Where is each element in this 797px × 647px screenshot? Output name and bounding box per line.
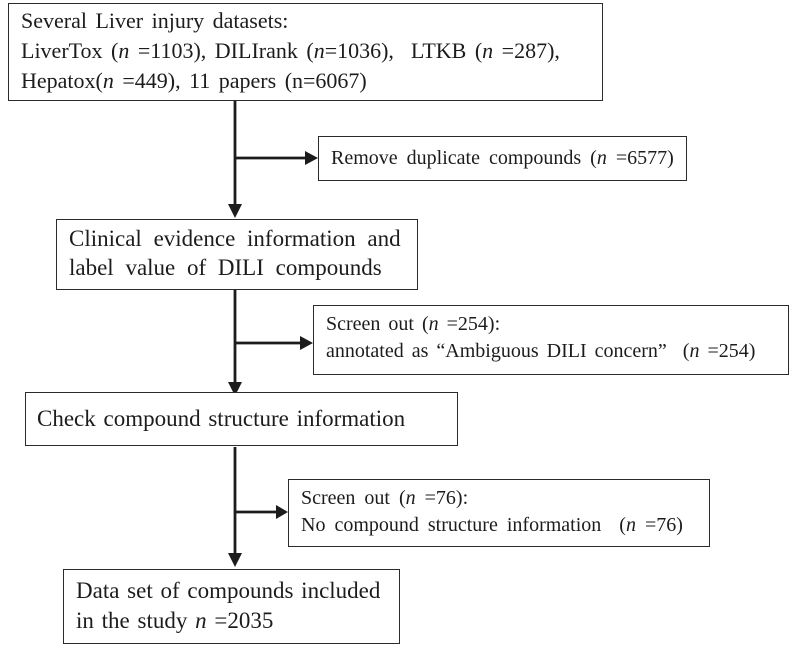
text-segment: n (195, 608, 207, 633)
box-clinical-evidence: Clinical evidence information and label … (56, 219, 418, 290)
remove-duplicates-line: Remove duplicate compounds (n =6577) (331, 147, 674, 170)
text-segment: =1036), LTKB ( (324, 38, 483, 63)
screen-out-ambiguous-line-2: annotated as “Ambiguous DILI concern” (n… (326, 338, 782, 365)
text-segment: Remove duplicate compounds ( (331, 147, 597, 169)
screen-out-structure-line-1: Screen out (n =76): (301, 485, 703, 512)
datasets-line-3: Hepatox(n =449), 11 papers (n=6067) (21, 66, 594, 96)
clinical-evidence-line-2: label value of DILI compounds (69, 255, 382, 280)
arrowhead-right-2-icon (300, 336, 313, 350)
datasets-line-2: LiverTox (n =1103), DILIrank (n=1036), L… (21, 36, 594, 66)
text-segment: in the study (76, 608, 196, 633)
screen-out-ambiguous-line-1: Screen out (n =254): (326, 311, 782, 338)
text-segment: LiverTox ( (21, 38, 119, 63)
arrowhead-right-3-icon (276, 505, 288, 519)
text-segment: Screen out ( (326, 313, 429, 335)
text-segment: No compound structure information ( (301, 514, 626, 536)
text-segment: n (313, 38, 325, 63)
text-segment: =449), 11 papers (n=6067) (113, 68, 367, 93)
box-final-dataset: Data set of compounds included in the st… (63, 569, 400, 644)
box-remove-duplicates: Remove duplicate compounds (n =6577) (318, 136, 687, 181)
box-check-structure: Check compound structure information (25, 392, 458, 446)
text-segment: n (625, 514, 636, 536)
screen-out-structure-line-2: No compound structure information (n =76… (301, 512, 703, 539)
text-segment: =254): (438, 313, 501, 335)
text-segment: n (689, 340, 700, 362)
datasets-line-1: Several Liver injury datasets: (21, 8, 289, 33)
text-segment: n (482, 38, 494, 63)
text-segment: =254) (699, 340, 756, 362)
text-segment: =1103), DILIrank ( (129, 38, 314, 63)
box-liver-injury-datasets: Several Liver injury datasets: LiverTox … (8, 3, 603, 101)
arrowhead-down-3-icon (228, 553, 242, 567)
text-segment: n (405, 487, 416, 509)
text-segment: n (596, 147, 607, 169)
arrowhead-right-1-icon (305, 151, 318, 165)
text-segment: =287), (493, 38, 560, 63)
text-segment: =2035 (206, 608, 274, 633)
box-screen-out-no-structure: Screen out (n =76): No compound structur… (288, 479, 710, 547)
text-segment: n (102, 68, 114, 93)
final-dataset-line-2: in the study n =2035 (76, 606, 393, 636)
text-segment: annotated as “Ambiguous DILI concern” ( (326, 340, 690, 362)
text-segment: =76) (635, 514, 683, 536)
final-dataset-line-1: Data set of compounds included (76, 578, 381, 603)
check-structure-line: Check compound structure information (37, 406, 406, 431)
text-segment: =6577) (606, 147, 674, 169)
text-segment: Screen out ( (301, 487, 406, 509)
text-segment: Hepatox( (21, 68, 103, 93)
box-screen-out-ambiguous: Screen out (n =254): annotated as “Ambig… (313, 305, 789, 375)
text-segment: n (428, 313, 439, 335)
clinical-evidence-line-1: Clinical evidence information and (69, 226, 401, 251)
text-segment: =76): (415, 487, 469, 509)
arrowhead-down-1-icon (228, 204, 242, 218)
text-segment: n (118, 38, 130, 63)
